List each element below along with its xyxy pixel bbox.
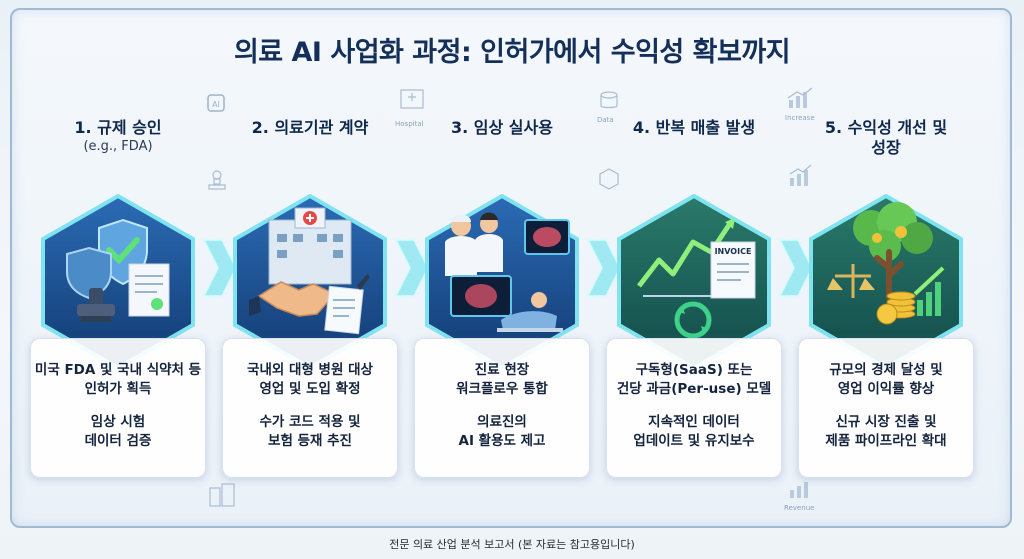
step-1-header: 1. 규제 승인 (e.g., FDA) xyxy=(28,118,208,156)
clinicians-brain-scan-icon xyxy=(421,192,583,372)
stamp-bg-icon xyxy=(205,168,229,198)
step-5-title: 5. 수익성 개선 및 xyxy=(824,118,948,137)
cube-bg-icon xyxy=(596,166,622,196)
chevron-right-icon xyxy=(394,238,430,298)
step-5-subtitle: 성장 xyxy=(871,138,901,157)
step-4-card: 구독형(SaaS) 또는 건당 과금(Per-use) 모델 지속적인 데이터 … xyxy=(606,338,782,478)
step-5-line-2: 영업 이익률 향상 xyxy=(837,381,935,397)
database-label: Data xyxy=(597,116,614,124)
step-3-title: 3. 임상 실사용 xyxy=(451,118,553,137)
chevron-right-icon xyxy=(202,238,238,298)
step-3-line-1: 진료 현장 xyxy=(474,362,530,378)
growth-chart-invoice-icon: INVOICE xyxy=(613,192,775,372)
step-2-header: 2. 의료기관 계약 xyxy=(220,118,400,138)
ai-chip-icon: AI xyxy=(205,92,227,118)
ai-chip-label: AI xyxy=(212,100,220,109)
footer-note: 전문 의료 산업 분석 보고서 (본 자료는 참고용입니다) xyxy=(389,538,635,551)
step-1-line-3: 임상 시험 xyxy=(90,414,146,430)
chevron-right-icon xyxy=(586,238,622,298)
step-1-line-4: 데이터 검증 xyxy=(84,433,152,449)
chevron-right-icon xyxy=(778,238,814,298)
money-tree-scale-icon xyxy=(805,192,967,372)
step-2-card: 국내외 대형 병원 대상 영업 및 도입 확정 수가 코드 적용 및 보험 등재… xyxy=(222,338,398,478)
step-3-line-4: AI 활용도 제고 xyxy=(458,433,546,449)
step-2-line-3: 수가 코드 적용 및 xyxy=(259,414,361,430)
step-5-line-4: 제품 파이프라인 확대 xyxy=(825,433,947,449)
hospital-bg-icon: Hospital xyxy=(395,86,429,128)
page-title: 의료 AI 사업화 과정: 인허가에서 수익성 확보까지 xyxy=(233,37,791,68)
step-3-header: 3. 임상 실사용 xyxy=(412,118,592,138)
invoice-label: INVOICE xyxy=(715,247,752,256)
step-1-card: 미국 FDA 및 국내 식약처 등 인허가 획득 임상 시험 데이터 검증 xyxy=(30,338,206,478)
step-4-line-4: 업데이트 및 유지보수 xyxy=(633,433,755,449)
step-2-line-2: 영업 및 도입 확정 xyxy=(259,381,361,397)
step-1-line-2: 인허가 획득 xyxy=(84,381,152,397)
revenue-label: Revenue xyxy=(784,504,815,512)
step-3-line-2: 워크플로우 통합 xyxy=(456,381,548,397)
step-3-line-3: 의료진의 xyxy=(477,414,527,430)
step-2-title: 2. 의료기관 계약 xyxy=(251,118,369,137)
step-4-header: 4. 반복 매출 발생 xyxy=(604,118,784,138)
shield-document-stamp-icon xyxy=(37,192,199,372)
step-2-line-4: 보험 등재 추진 xyxy=(268,433,352,449)
step-5-line-1: 규모의 경제 달성 및 xyxy=(829,362,943,378)
step-2-line-1: 국내외 대형 병원 대상 xyxy=(247,362,373,378)
step-4-line-1: 구독형(SaaS) 또는 xyxy=(635,362,753,378)
increase-chart-icon: Increase xyxy=(785,86,817,122)
step-1-title: 1. 규제 승인 xyxy=(74,118,162,137)
handshake-hospital-icon xyxy=(229,192,391,372)
revenue-chart-icon: Revenue xyxy=(784,476,816,512)
increase-label: Increase xyxy=(785,114,815,122)
bars-bg-icon xyxy=(787,162,815,192)
step-5-line-3: 신규 시장 진출 및 xyxy=(835,414,937,430)
step-5-card: 규모의 경제 달성 및 영업 이익률 향상 신규 시장 진출 및 제품 파이프라… xyxy=(798,338,974,478)
hospital-bg-label: Hospital xyxy=(395,120,424,128)
step-1-line-1: 미국 FDA 및 국내 식약처 등 xyxy=(34,362,202,378)
step-3-card: 진료 현장 워크플로우 통합 의료진의 AI 활용도 제고 xyxy=(414,338,590,478)
step-4-line-3: 지속적인 데이터 xyxy=(648,414,740,430)
step-4-title: 4. 반복 매출 발생 xyxy=(632,118,756,137)
step-1-subtitle: (e.g., FDA) xyxy=(83,139,153,154)
building-bg-icon xyxy=(206,480,238,512)
database-icon: Data xyxy=(597,90,621,124)
step-4-line-2: 건당 과금(Per-use) 모델 xyxy=(616,381,772,397)
step-5-header: 5. 수익성 개선 및 성장 xyxy=(796,118,976,158)
